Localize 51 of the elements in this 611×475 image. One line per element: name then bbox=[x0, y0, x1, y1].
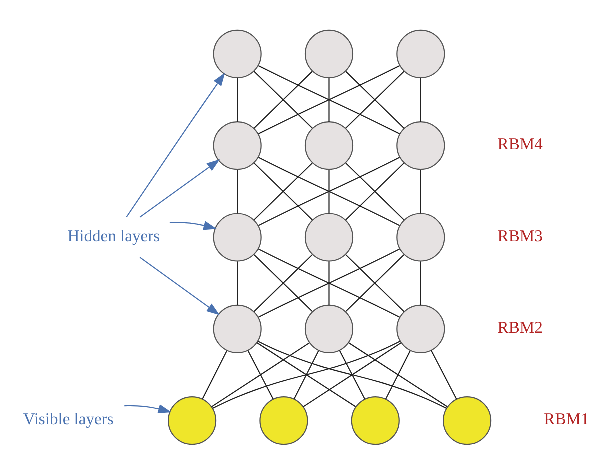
node-circle bbox=[351, 396, 400, 446]
node-text: Visible layers bbox=[23, 410, 114, 429]
connector bbox=[420, 78, 422, 122]
node-circle bbox=[260, 396, 308, 446]
node-circle bbox=[396, 304, 446, 354]
connector bbox=[348, 342, 448, 408]
connector bbox=[248, 350, 274, 400]
connector bbox=[328, 170, 330, 214]
arrow bbox=[124, 404, 172, 414]
connector bbox=[256, 342, 356, 408]
node-circle bbox=[213, 30, 262, 78]
connector bbox=[237, 78, 238, 122]
arrow bbox=[126, 72, 226, 218]
node-circle bbox=[396, 213, 446, 262]
arrow bbox=[140, 257, 220, 316]
connector bbox=[212, 340, 401, 410]
node-circle bbox=[304, 30, 354, 78]
node-circle bbox=[443, 396, 492, 446]
connector bbox=[328, 78, 330, 122]
connector bbox=[339, 350, 366, 400]
node-circle bbox=[304, 213, 354, 262]
label: RBM1 bbox=[544, 410, 590, 429]
connector bbox=[258, 157, 400, 226]
arrow bbox=[140, 160, 220, 218]
connector bbox=[385, 350, 411, 400]
node-circle bbox=[213, 122, 262, 170]
connector bbox=[237, 262, 238, 306]
connector bbox=[258, 340, 448, 410]
connector bbox=[237, 170, 238, 214]
node-circle bbox=[304, 122, 354, 170]
connector bbox=[420, 170, 422, 214]
node-text: Hidden layers bbox=[68, 226, 160, 246]
connector bbox=[258, 248, 400, 318]
node-circle bbox=[213, 213, 262, 262]
connector bbox=[212, 342, 310, 408]
node-circle bbox=[396, 30, 446, 78]
label: RBM2 bbox=[498, 318, 543, 338]
connector bbox=[258, 65, 400, 135]
node-circle bbox=[396, 122, 446, 170]
label: RBM3 bbox=[498, 226, 543, 246]
connector bbox=[328, 262, 330, 306]
node-circle bbox=[213, 304, 262, 354]
connector bbox=[430, 350, 458, 400]
connector bbox=[294, 350, 320, 400]
node-circle bbox=[168, 396, 217, 446]
connector bbox=[202, 350, 228, 400]
connector bbox=[420, 262, 422, 306]
connector bbox=[303, 342, 402, 408]
arrow bbox=[170, 221, 217, 230]
node-circle bbox=[304, 304, 354, 354]
label: RBM4 bbox=[498, 134, 543, 154]
